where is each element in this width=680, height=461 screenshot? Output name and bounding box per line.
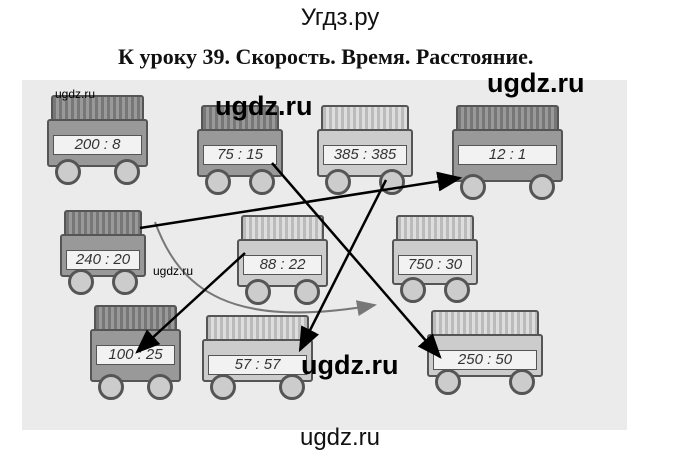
train-label: 250 : 50 bbox=[433, 350, 537, 370]
train-250-50: 250 : 50 bbox=[425, 310, 545, 395]
train-750-30: 750 : 30 bbox=[390, 215, 480, 303]
train-88-22: 88 : 22 bbox=[235, 215, 330, 305]
watermark: ugdz.ru bbox=[487, 68, 585, 98]
watermark: ugdz.ru bbox=[55, 87, 96, 101]
arrow-88-22-to-100-25 bbox=[135, 252, 246, 354]
train-75-15: 75 : 15 bbox=[195, 105, 285, 195]
train-200-8: 200 : 8 bbox=[45, 95, 150, 185]
train-label: 200 : 8 bbox=[53, 135, 142, 155]
watermark: ugdz.ru bbox=[301, 350, 399, 380]
train-label: 57 : 57 bbox=[208, 355, 307, 375]
site-title: Угдз.ру bbox=[300, 4, 380, 31]
train-label: 385 : 385 bbox=[323, 145, 407, 165]
watermark: ugdz.ru bbox=[215, 91, 313, 121]
train-label: 88 : 22 bbox=[243, 255, 322, 275]
arrow-385-385-to-57-57 bbox=[298, 179, 388, 353]
train-label: 240 : 20 bbox=[66, 250, 140, 270]
train-385-385: 385 : 385 bbox=[315, 105, 415, 195]
footer-watermark: ugdz.ru bbox=[299, 424, 381, 451]
train-57-57: 57 : 57 bbox=[200, 315, 315, 400]
curved-arrow bbox=[154, 221, 377, 316]
arrow-240-20-to-12-1 bbox=[139, 171, 463, 230]
train-240-20: 240 : 20 bbox=[58, 210, 148, 295]
lesson-heading: К уроку 39. Скорость. Время. Расстояние. bbox=[118, 44, 534, 69]
train-label: 12 : 1 bbox=[458, 145, 557, 165]
watermark: ugdz.ru bbox=[153, 264, 194, 278]
train-label: 75 : 15 bbox=[203, 145, 277, 165]
arrow-75-15-to-250-50 bbox=[271, 162, 442, 359]
train-label: 750 : 30 bbox=[398, 255, 472, 275]
locomotive-12-1: 12 : 1 bbox=[450, 105, 565, 200]
